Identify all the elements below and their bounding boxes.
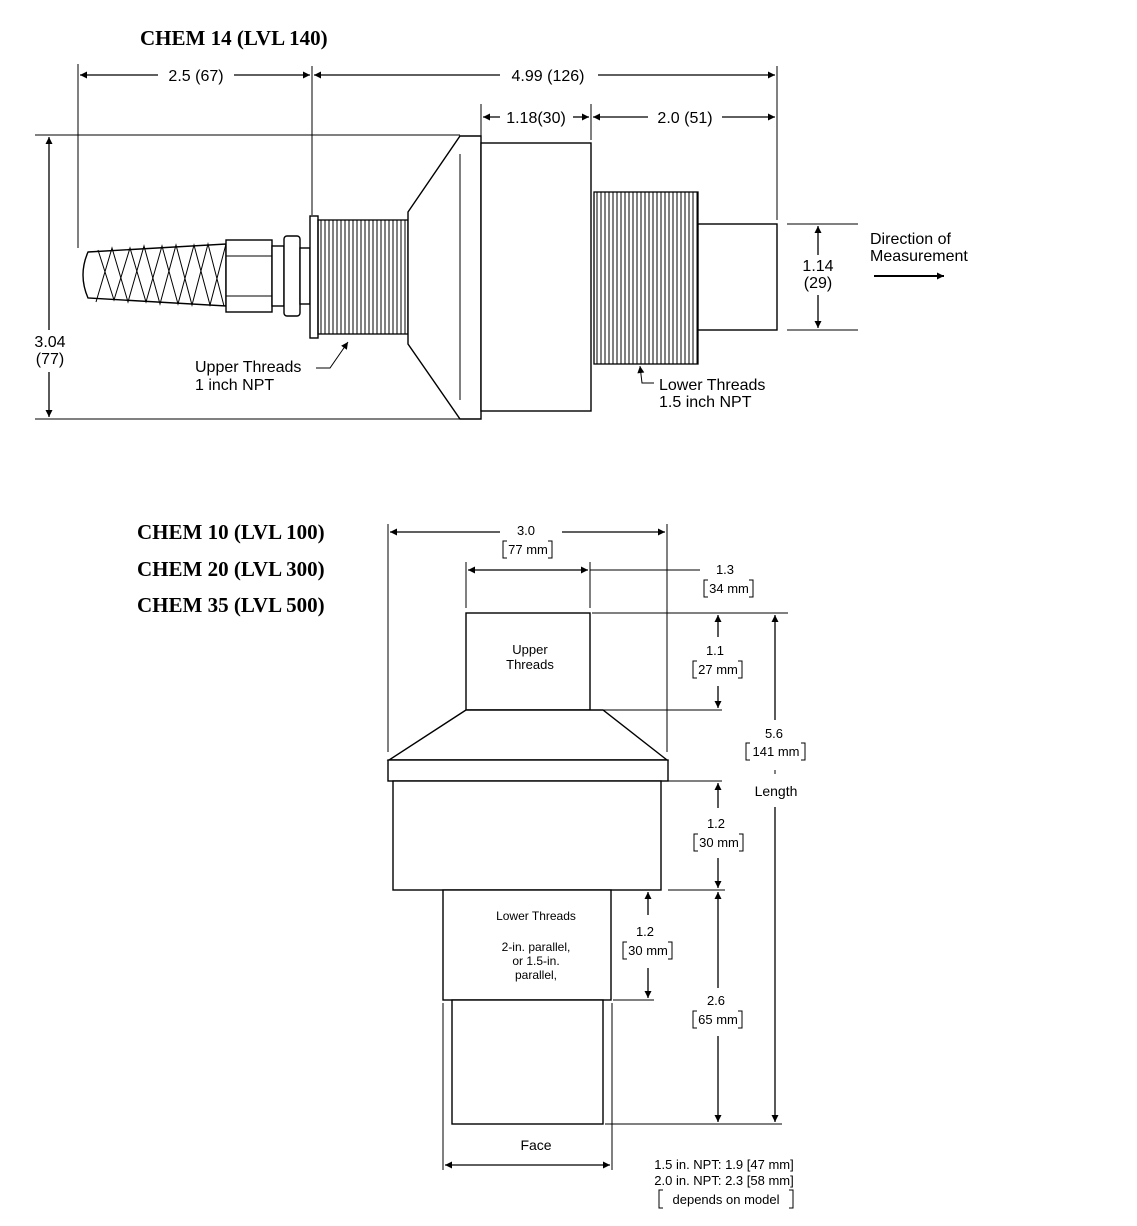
- dim-height-in: 3.04: [34, 334, 65, 351]
- dim-overall-length: 4.99 (126): [512, 68, 585, 85]
- dim-lower-height-in: 2.6: [707, 993, 725, 1008]
- dim-width-in: 3.0: [517, 523, 535, 538]
- dim-lower-thread-height-mm: 30 mm: [628, 943, 668, 958]
- upper-threads-label-1: Upper Threads: [195, 359, 301, 376]
- bottom-title-2: CHEM 20 (LVL 300): [137, 557, 325, 581]
- dim-upper-height-mm: 27 mm: [698, 662, 738, 677]
- dim-upper-width-in: 1.3: [716, 562, 734, 577]
- dim-face-height-mm: (29): [804, 275, 832, 292]
- lower-threads-text-1: Lower Threads: [496, 909, 576, 923]
- top-title: CHEM 14 (LVL 140): [140, 26, 328, 50]
- direction-label-2: Measurement: [870, 248, 968, 265]
- bottom-title-1: CHEM 10 (LVL 100): [137, 520, 325, 544]
- dim-upper-height-in: 1.1: [706, 643, 724, 658]
- dim-width-mm: 77 mm: [508, 542, 548, 557]
- dim-length-in: 5.6: [765, 726, 783, 741]
- bottom-title-3: CHEM 35 (LVL 500): [137, 593, 325, 617]
- dim-body-height-mm: 30 mm: [699, 835, 739, 850]
- top-dimensions: [35, 64, 858, 420]
- dim-face-height-in: 1.14: [802, 258, 833, 275]
- upper-threads-text-1: Upper: [512, 642, 548, 657]
- lower-threads-text-2: 2-in. parallel,: [502, 940, 571, 954]
- direction-label-1: Direction of: [870, 231, 951, 248]
- dim-upper-width-mm: 34 mm: [709, 581, 749, 596]
- lower-threads-text-3: or 1.5-in.: [512, 954, 559, 968]
- dim-length-label: Length: [755, 783, 798, 799]
- face-label: Face: [520, 1137, 551, 1153]
- face-note-1: 1.5 in. NPT: 1.9 [47 mm]: [654, 1157, 793, 1172]
- dim-body-height-in: 1.2: [707, 816, 725, 831]
- upper-threads-label-2: 1 inch NPT: [195, 377, 274, 394]
- lower-threads-label-1: Lower Threads: [659, 377, 765, 394]
- face-note-2: 2.0 in. NPT: 2.3 [58 mm]: [654, 1173, 793, 1188]
- face-note-3: depends on model: [673, 1192, 780, 1207]
- lower-threads-label-2: 1.5 inch NPT: [659, 394, 752, 411]
- dim-lower-thread-height-in: 1.2: [636, 924, 654, 939]
- dim-height-mm: (77): [36, 351, 64, 368]
- bottom-sensor-body: [386, 612, 670, 1125]
- top-sensor-body: [82, 135, 778, 420]
- bottom-dimensions: [387, 524, 806, 1209]
- dim-lower-length: 2.0 (51): [657, 110, 712, 127]
- dim-flange-width: 1.18(30): [506, 110, 566, 127]
- dim-lower-height-mm: 65 mm: [698, 1012, 738, 1027]
- dim-length-mm: 141 mm: [753, 744, 800, 759]
- lower-threads-text-4: parallel,: [515, 968, 557, 982]
- dim-left-length: 2.5 (67): [168, 68, 223, 85]
- upper-threads-text-2: Threads: [506, 657, 554, 672]
